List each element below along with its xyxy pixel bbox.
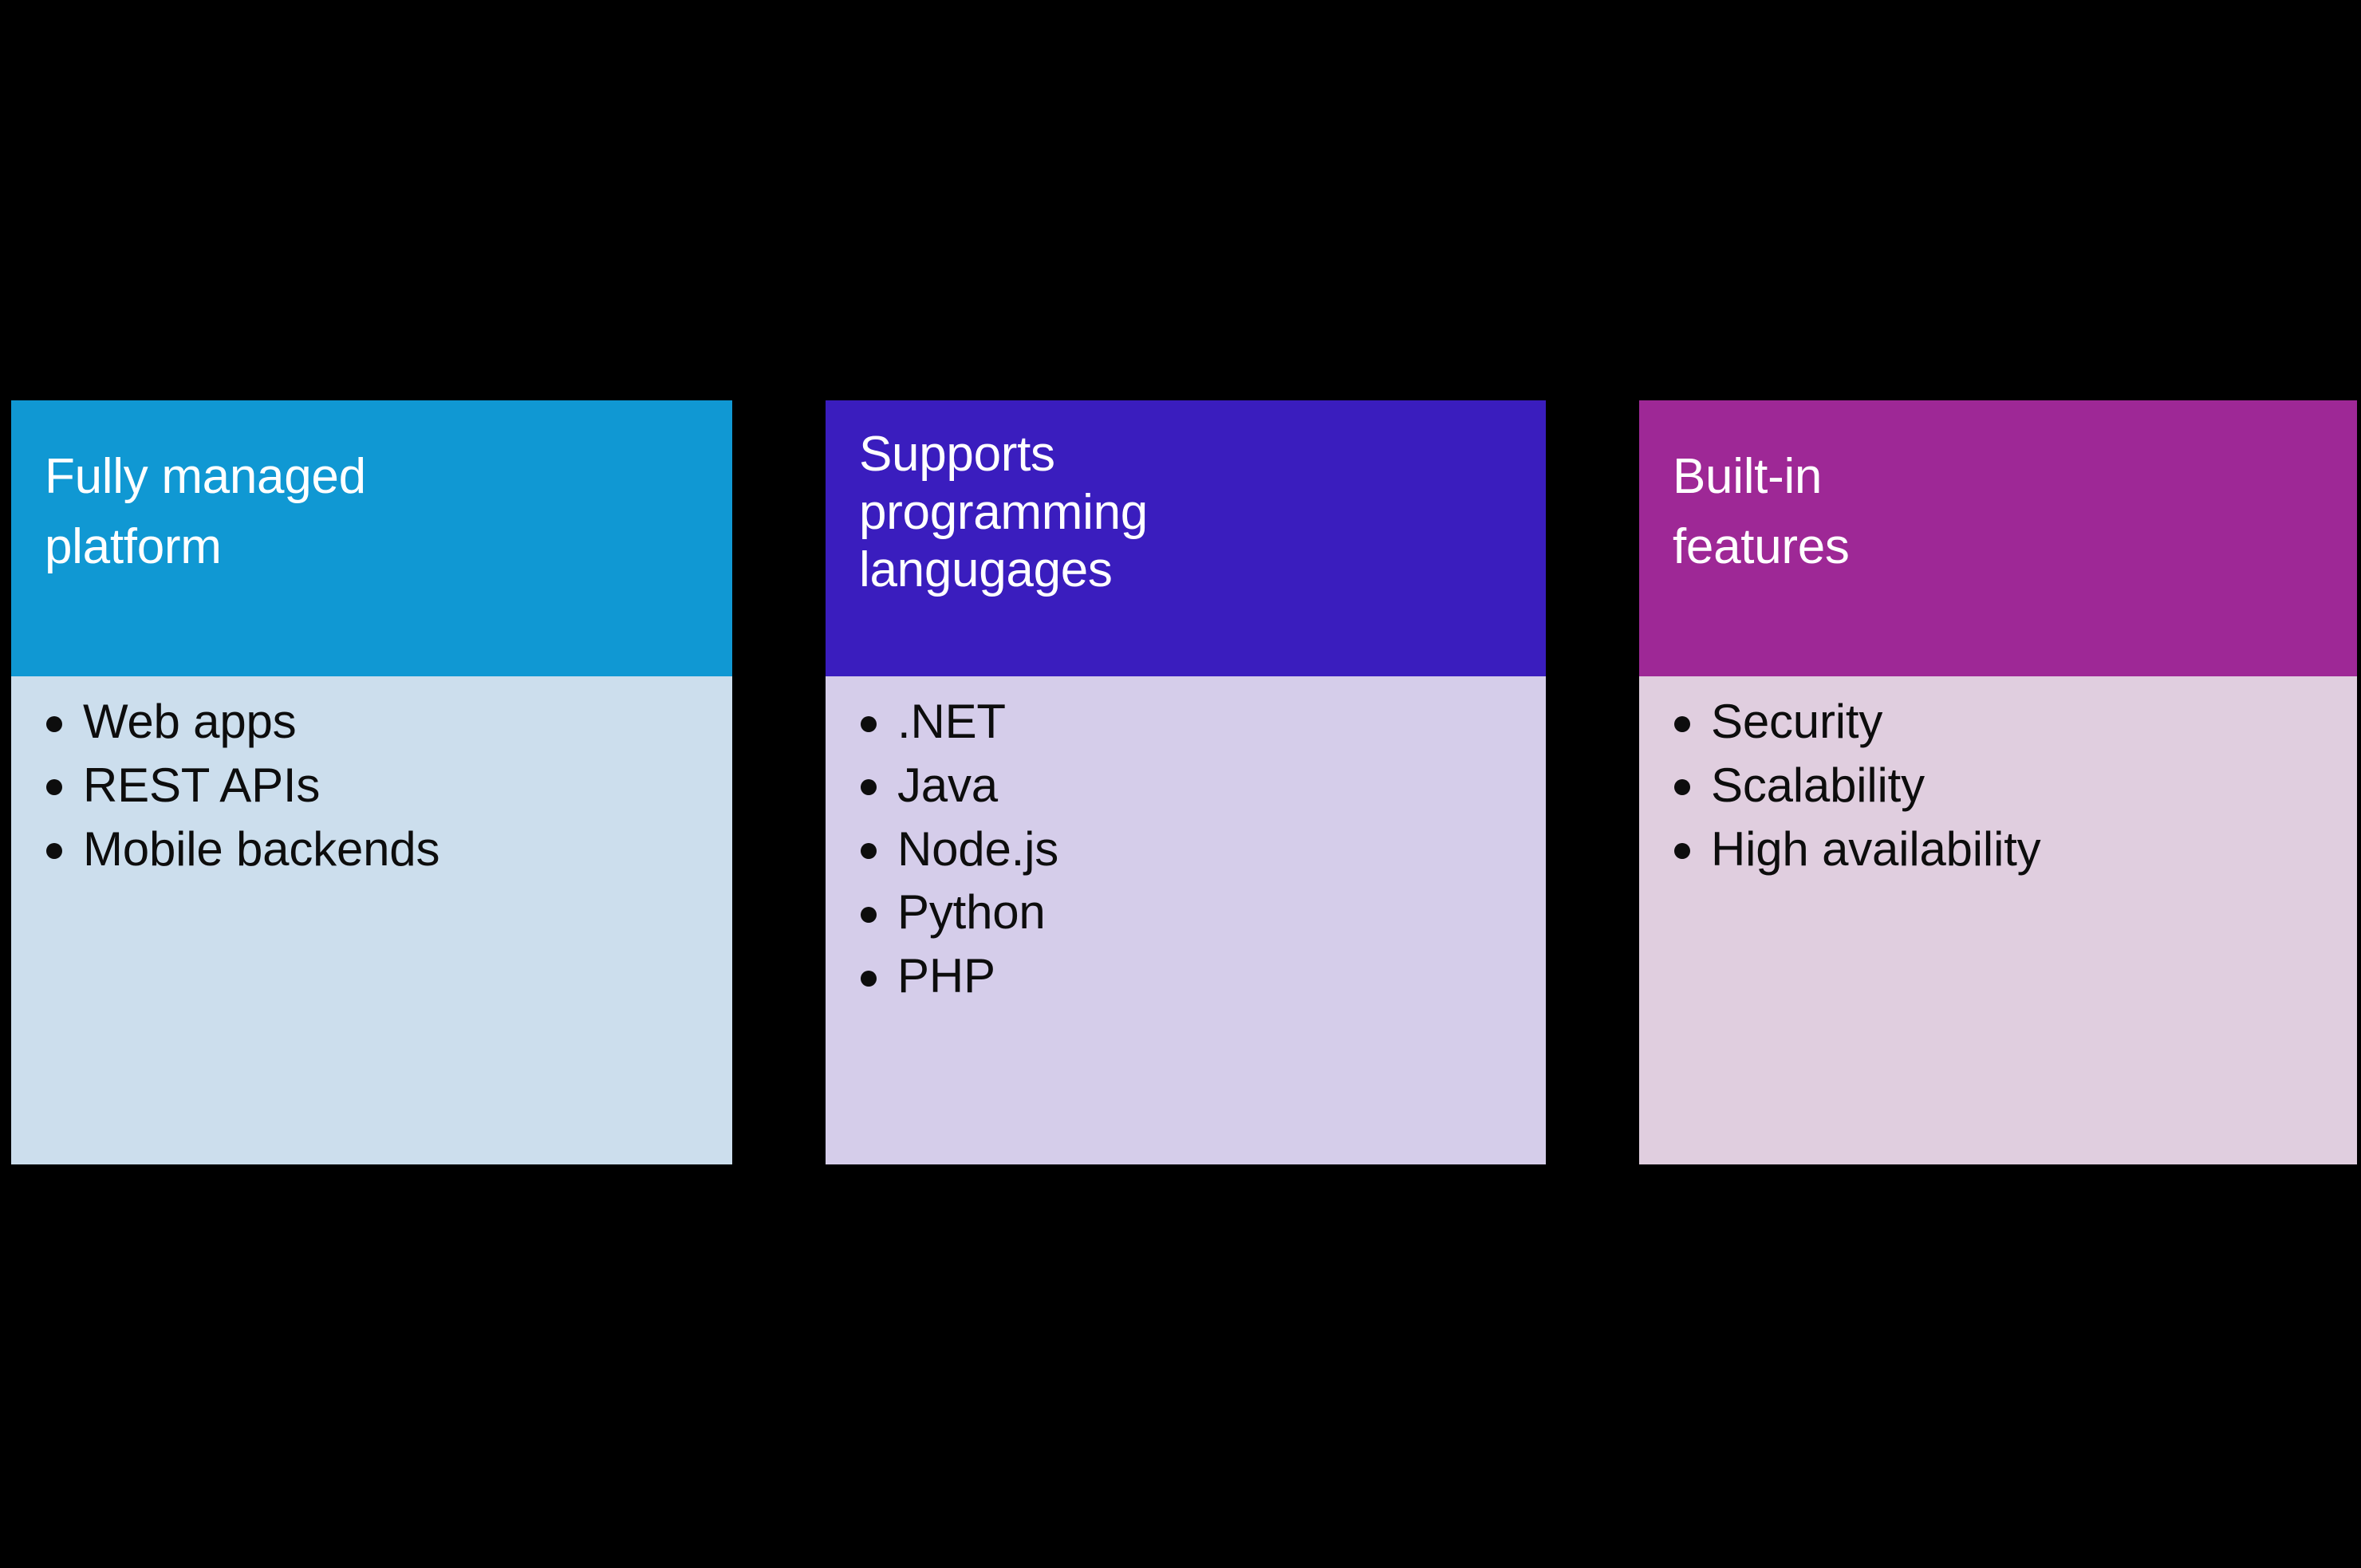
card-header-fully-managed-platform: Fully managed platform bbox=[11, 400, 732, 676]
list-item: .NET bbox=[853, 694, 1519, 758]
list-item: Java bbox=[853, 758, 1519, 821]
bullet-dot-icon bbox=[861, 779, 877, 796]
bullet-dot-icon bbox=[1674, 843, 1690, 860]
card-body-supports-programming-langugages: .NET Java Node.js Python PHP bbox=[826, 676, 1546, 1164]
list-item-label: Mobile backends bbox=[83, 821, 440, 876]
list-item-label: REST APIs bbox=[83, 758, 321, 812]
list-item-label: Node.js bbox=[897, 821, 1059, 876]
card-title-line: langugages bbox=[859, 542, 1113, 598]
list-item-label: .NET bbox=[897, 695, 1006, 748]
list-item-label: Web apps bbox=[83, 695, 297, 748]
list-item-label: Security bbox=[1711, 695, 1883, 748]
card-title-line: Built-in bbox=[1673, 449, 1823, 504]
card-body-built-in-features: Security Scalability High availability bbox=[1639, 676, 2357, 1164]
list-item: Security bbox=[1666, 694, 2330, 758]
card-title-line: Supports bbox=[859, 427, 1055, 482]
list-item: PHP bbox=[853, 948, 1519, 1012]
bullet-list: .NET Java Node.js Python PHP bbox=[853, 694, 1519, 1012]
bullet-dot-icon bbox=[1674, 715, 1690, 732]
bullet-dot-icon bbox=[46, 779, 62, 796]
list-item-label: Scalability bbox=[1711, 758, 1925, 812]
bullet-list: Security Scalability High availability bbox=[1666, 694, 2330, 884]
list-item: Web apps bbox=[38, 694, 705, 758]
bullet-list: Web apps REST APIs Mobile backends bbox=[38, 694, 705, 884]
card-title-line: features bbox=[1673, 519, 1850, 575]
card-header-supports-programming-langugages: Supports programming langugages bbox=[826, 400, 1546, 676]
bullet-dot-icon bbox=[46, 715, 62, 732]
card-title-line: platform bbox=[45, 519, 222, 575]
bullet-dot-icon bbox=[46, 843, 62, 860]
card-title-line: Fully managed bbox=[45, 449, 366, 504]
card-built-in-features[interactable]: Built-in features Security Scalability H… bbox=[1639, 400, 2357, 1164]
card-fully-managed-platform[interactable]: Fully managed platform Web apps REST API… bbox=[11, 400, 732, 1164]
bullet-dot-icon bbox=[861, 906, 877, 923]
list-item: Scalability bbox=[1666, 758, 2330, 821]
list-item: Mobile backends bbox=[38, 821, 705, 885]
bullet-dot-icon bbox=[861, 970, 877, 987]
list-item-label: Python bbox=[897, 885, 1046, 940]
list-item-label: PHP bbox=[897, 949, 995, 1003]
bullet-dot-icon bbox=[1674, 779, 1690, 796]
bullet-dot-icon bbox=[861, 843, 877, 860]
list-item: Python bbox=[853, 884, 1519, 948]
list-item: High availability bbox=[1666, 821, 2330, 885]
card-header-built-in-features: Built-in features bbox=[1639, 400, 2357, 676]
bullet-dot-icon bbox=[861, 715, 877, 732]
list-item-label: High availability bbox=[1711, 821, 2041, 876]
list-item: REST APIs bbox=[38, 758, 705, 821]
card-title-line: programming bbox=[859, 484, 1148, 540]
list-item-label: Java bbox=[897, 758, 998, 812]
card-supports-programming-langugages[interactable]: Supports programming langugages .NET Jav… bbox=[826, 400, 1546, 1164]
card-body-fully-managed-platform: Web apps REST APIs Mobile backends bbox=[11, 676, 732, 1164]
list-item: Node.js bbox=[853, 821, 1519, 885]
